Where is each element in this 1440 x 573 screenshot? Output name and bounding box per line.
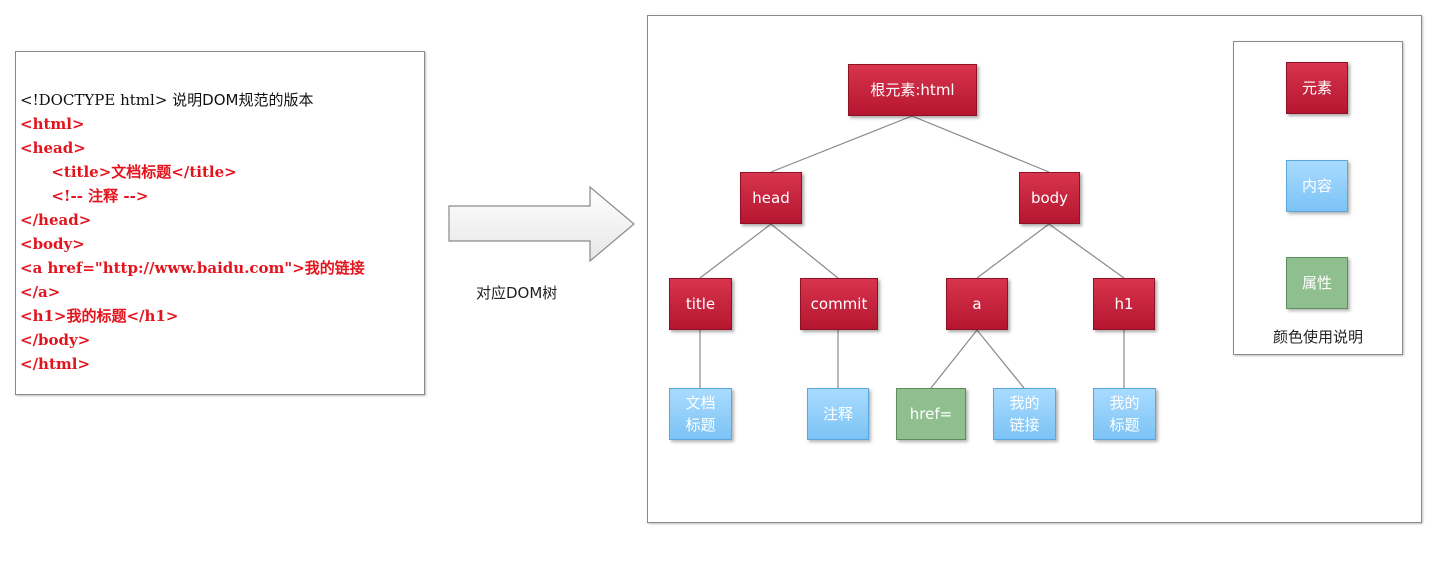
- node-title: title: [669, 278, 732, 330]
- legend-caption: 颜色使用说明: [1272, 328, 1363, 346]
- code-line-head-close: </head>: [20, 211, 92, 229]
- code-line-body-open: <body>: [20, 235, 85, 253]
- node-body: body: [1019, 172, 1080, 224]
- doctype-note: 说明DOM规范的版本: [172, 91, 314, 109]
- code-line-title: <title>文档标题</title>: [20, 163, 237, 181]
- doctype-text: <!DOCTYPE html>: [20, 91, 173, 109]
- arrow-label: 对应DOM树: [476, 284, 558, 302]
- code-line-h1: <h1>我的标题</h1>: [20, 307, 179, 325]
- code-line-head-open: <head>: [20, 139, 86, 157]
- code-line-anchor: <a href="http://www.baidu.com">我的链接: [20, 259, 365, 277]
- node-root-html: 根元素:html: [848, 64, 977, 116]
- node-a-content: 我的 链接: [993, 388, 1056, 440]
- right-arrow-icon: [448, 185, 636, 263]
- code-line-body-close: </body>: [20, 331, 91, 349]
- node-title-content: 文档 标题: [669, 388, 732, 440]
- node-a: a: [946, 278, 1008, 330]
- legend-attribute-swatch: 属性: [1286, 257, 1348, 309]
- legend-content-swatch: 内容: [1286, 160, 1348, 212]
- node-h1-content: 我的 标题: [1093, 388, 1156, 440]
- node-a-attr: href=: [896, 388, 966, 440]
- code-line-html-open: <html>: [20, 115, 85, 133]
- node-h1: h1: [1093, 278, 1155, 330]
- code-line-doctype: <!DOCTYPE html> 说明DOM规范的版本: [20, 90, 313, 110]
- node-commit: commit: [800, 278, 878, 330]
- code-line-anchor-close: </a>: [20, 283, 61, 301]
- code-panel: <!DOCTYPE html> 说明DOM规范的版本 <html> <head>…: [15, 51, 425, 395]
- legend-element-swatch: 元素: [1286, 62, 1348, 114]
- code-line-comment: <!-- 注释 -->: [20, 187, 149, 205]
- code-line-html-close: </html>: [20, 355, 91, 373]
- node-commit-content: 注释: [807, 388, 869, 440]
- node-head: head: [740, 172, 802, 224]
